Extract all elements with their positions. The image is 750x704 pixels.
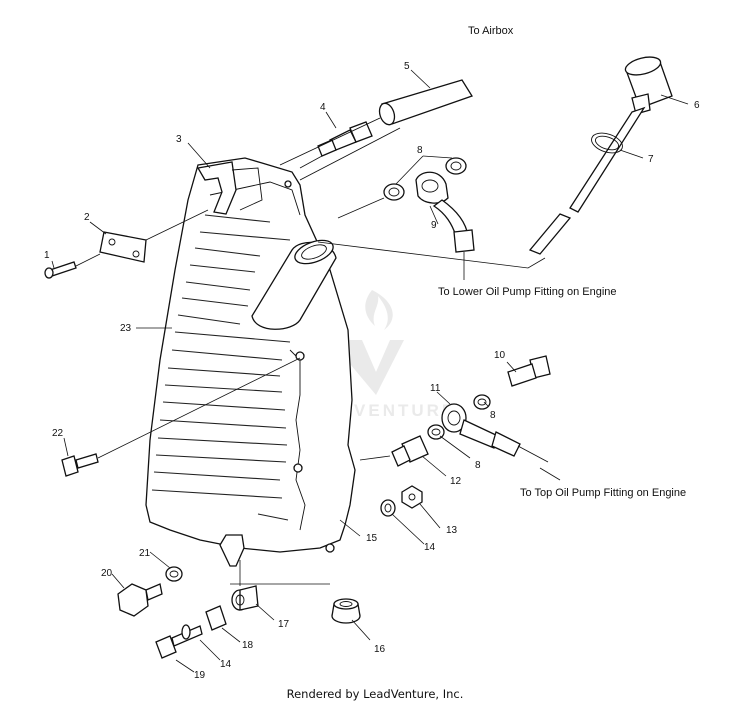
spacer-18 [205,605,227,631]
nut-13 [401,485,423,509]
banjo-bolt-10 [507,355,551,387]
oil-tank [145,157,356,567]
callout-13: 13 [446,525,458,536]
dipstick [528,56,673,255]
callout-5: 5 [404,61,410,72]
tank-ribs [151,214,291,521]
vent-fitting [299,121,373,169]
callout-14-lower: 14 [220,659,232,670]
callout-15: 15 [366,533,378,544]
grommet-16 [331,598,361,624]
callout-19: 19 [194,670,206,681]
washer-14 [380,499,396,517]
callout-14-right: 14 [424,542,436,553]
callout-18: 18 [242,640,254,651]
vent-hose [378,79,473,126]
callout-3: 3 [176,134,182,145]
callout-22: 22 [52,428,64,439]
note-to-top-oil-pump: To Top Oil Pump Fitting on Engine [520,487,686,499]
bolt-20 [117,566,183,617]
callout-11: 11 [430,383,441,394]
leader-lines [51,69,689,673]
note-to-lower-oil-pump: To Lower Oil Pump Fitting on Engine [438,286,617,298]
bolt-22 [61,357,301,477]
callout-1: 1 [44,250,50,261]
bolt-19 [155,624,203,659]
return-hose-assembly [337,157,475,253]
fitting-12 [359,435,429,467]
callout-10: 10 [494,350,506,361]
callout-6: 6 [694,100,700,111]
callout-21: 21 [139,548,151,559]
callout-23: 23 [120,323,132,334]
callout-17: 17 [278,619,290,630]
banjo-fitting-11 [427,394,549,463]
bracket [99,209,209,263]
grommet-17 [231,585,259,611]
callout-8-top: 8 [417,145,423,156]
callout-16: 16 [374,644,386,655]
screw-1 [44,253,101,279]
callout-labels: 1 2 3 4 5 6 7 8 9 10 11 8 8 12 13 14 15 … [44,61,700,681]
callout-2: 2 [84,212,90,223]
note-to-airbox: To Airbox [468,25,514,37]
callout-4: 4 [320,102,326,113]
lower-pump-line [317,241,546,269]
callout-9: 9 [431,220,437,231]
footer-credit: Rendered by LeadVenture, Inc. [287,687,464,701]
callout-20: 20 [101,568,113,579]
callout-7: 7 [648,154,654,165]
callout-8-right: 8 [490,410,496,421]
callout-12: 12 [450,476,462,487]
callout-8-lower: 8 [475,460,481,471]
